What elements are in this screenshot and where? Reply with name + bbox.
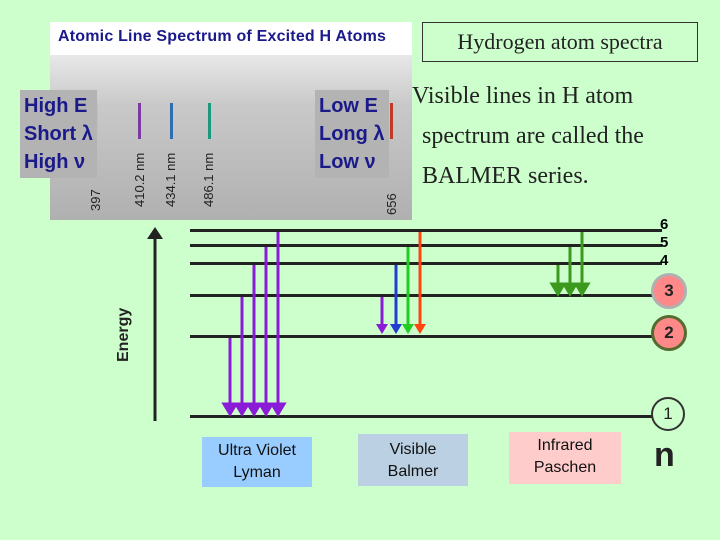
paschen-box: Infrared Paschen xyxy=(509,432,621,484)
balmer-series-name: Balmer xyxy=(358,461,468,483)
balmer-box: Visible Balmer xyxy=(358,434,468,486)
balmer-arrows xyxy=(376,232,426,334)
paschen-region: Infrared xyxy=(509,435,621,457)
lyman-box: Ultra Violet Lyman xyxy=(202,437,312,487)
lyman-region: Ultra Violet xyxy=(202,440,312,462)
lyman-arrows xyxy=(224,232,284,414)
lyman-name: Lyman xyxy=(202,462,312,484)
paschen-name: Paschen xyxy=(509,457,621,479)
balmer-region: Visible xyxy=(358,439,468,461)
paschen-arrows xyxy=(552,232,588,294)
